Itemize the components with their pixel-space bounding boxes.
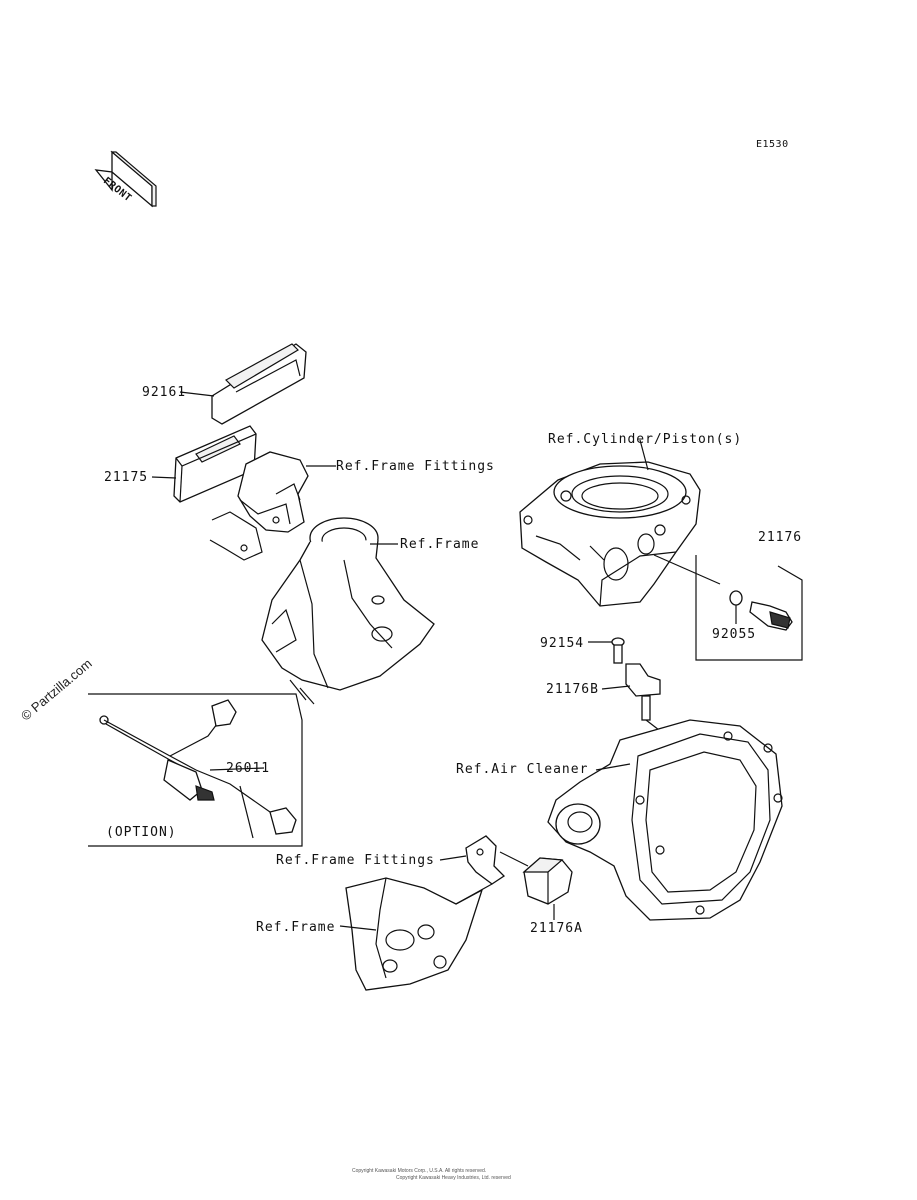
label-option: (OPTION) [106, 825, 177, 840]
sensor-bracket-part [465, 835, 506, 885]
tip-over-sensor-part [522, 857, 573, 920]
diagram-code: E1530 [756, 139, 789, 150]
label-ref-cylinder: Ref.Cylinder/Piston(s) [548, 432, 743, 447]
label-ref-air-cleaner: Ref.Air Cleaner [456, 762, 589, 777]
label-21176a: 21176A [530, 921, 583, 936]
temperature-sensor-part [749, 601, 793, 631]
o-ring-part [729, 590, 743, 606]
footer-line-1: Copyright Kawasaki Motors Corp., U.S.A. … [352, 1168, 487, 1174]
ecu-cover-part [211, 343, 307, 425]
label-ref-frame-bottom: Ref.Frame [256, 920, 336, 935]
label-ref-frame-fittings-bottom: Ref.Frame Fittings [276, 853, 435, 868]
label-21176b: 21176B [546, 682, 599, 697]
sensor-group-bracket [695, 555, 803, 661]
air-cleaner-housing-part [547, 719, 783, 921]
frame-head-tube-part [261, 517, 435, 705]
label-21176: 21176 [758, 530, 803, 545]
frame-lower-part [345, 877, 493, 991]
option-kit-box [88, 693, 303, 847]
wiring-harness-part [99, 699, 297, 835]
label-21175: 21175 [104, 470, 149, 485]
front-arrow-icon [94, 150, 157, 208]
cylinder-part [519, 461, 701, 607]
label-26011: 26011 [226, 761, 271, 776]
label-ref-frame-top: Ref.Frame [400, 537, 480, 552]
label-92161: 92161 [142, 385, 187, 400]
label-92055: 92055 [712, 627, 757, 642]
ecu-bracket-part [209, 451, 309, 561]
footer-line-2: Copyright Kawasaki Heavy Industries, Ltd… [396, 1175, 511, 1181]
label-92154: 92154 [540, 636, 585, 651]
bolt-part [611, 637, 625, 664]
label-ref-frame-fittings-top: Ref.Frame Fittings [336, 459, 495, 474]
